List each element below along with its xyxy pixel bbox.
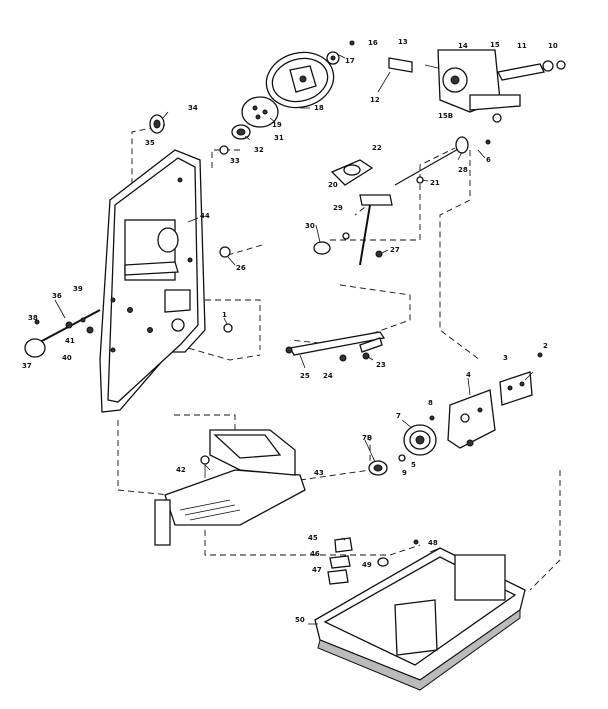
callout-36: 36	[52, 292, 62, 300]
callout-45: 45	[308, 534, 318, 542]
callout-26: 26	[236, 264, 246, 272]
callout-31: 31	[274, 134, 284, 142]
callout-labels: 16 17 13 14 15 11 10 12 15B 18 19 31 32 …	[22, 38, 558, 624]
lever-arm	[285, 331, 386, 362]
callout-11: 11	[517, 42, 527, 50]
callout-39: 39	[73, 285, 83, 293]
callout-16: 16	[368, 39, 378, 47]
callout-43: 43	[314, 469, 324, 477]
callout-18: 18	[314, 104, 324, 112]
callout-14: 14	[458, 42, 468, 50]
base-tray	[314, 539, 526, 691]
callout-40: 40	[62, 354, 72, 362]
callout-1-upper: 1	[222, 311, 227, 319]
callout-27: 27	[390, 246, 400, 254]
callout-15b: 15B	[438, 112, 453, 120]
callout-21: 21	[430, 179, 440, 187]
callout-34: 34	[188, 104, 198, 112]
callout-30: 30	[305, 222, 315, 230]
drive-wheel	[265, 51, 335, 109]
callout-41: 41	[65, 337, 75, 345]
callout-24: 24	[323, 372, 333, 380]
callout-49: 49	[362, 561, 372, 569]
gear-discs	[149, 96, 279, 155]
callout-37: 37	[22, 362, 32, 370]
upper-right-mechanism	[388, 49, 566, 123]
callout-4: 4	[466, 371, 471, 379]
callout-47: 47	[312, 566, 322, 574]
callout-10: 10	[548, 42, 558, 50]
callout-7: 7	[396, 412, 401, 420]
pulley-assembly	[368, 424, 437, 476]
right-bracket-parts	[429, 352, 543, 449]
callout-9: 9	[402, 469, 407, 477]
callout-32: 32	[254, 146, 264, 154]
callout-42: 42	[176, 466, 186, 474]
callout-29: 29	[333, 204, 343, 212]
main-frame-plate	[99, 149, 206, 413]
cam-assembly	[313, 136, 491, 266]
knob-shaft	[24, 309, 101, 358]
callout-28: 28	[458, 166, 468, 174]
callout-17: 17	[345, 57, 355, 65]
callout-35: 35	[145, 139, 155, 147]
callout-7b: 7B	[362, 434, 372, 442]
callout-20-left: 20	[328, 181, 338, 189]
callout-46: 46	[310, 550, 320, 558]
callout-44: 44	[200, 212, 210, 220]
callout-50: 50	[295, 616, 305, 624]
callout-3: 3	[503, 354, 508, 362]
callout-19: 19	[272, 121, 282, 129]
plate-fasteners	[219, 246, 233, 333]
bottom-small-parts	[327, 537, 389, 585]
callout-12: 12	[370, 96, 380, 104]
callout-25: 25	[300, 372, 310, 380]
callout-6: 6	[486, 156, 491, 164]
leader-lines	[54, 54, 534, 625]
chassis-pan	[154, 429, 306, 546]
callout-33: 33	[230, 157, 240, 165]
callout-13: 13	[398, 38, 408, 46]
callout-48: 48	[428, 539, 438, 547]
callout-5: 5	[411, 461, 416, 469]
callout-23: 23	[376, 361, 386, 369]
callout-8: 8	[428, 399, 433, 407]
callout-15: 15	[490, 41, 500, 49]
callout-38: 38	[28, 314, 38, 322]
top-small-parts	[326, 40, 355, 65]
callout-2: 2	[543, 342, 548, 350]
callout-22: 22	[372, 144, 382, 152]
